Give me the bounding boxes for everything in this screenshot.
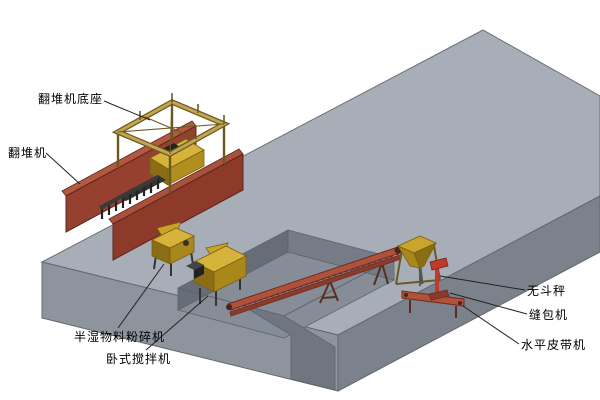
crusher-machine [151, 221, 195, 276]
turner-body-side [149, 157, 169, 186]
bag-sewing-machine [428, 257, 450, 301]
label-mixer: 卧式搅拌机 [106, 352, 172, 366]
label-crusher: 半湿物料粉碎机 [74, 330, 166, 344]
conveyor-tail-pulley [226, 304, 232, 310]
leader-line-belt [462, 305, 520, 345]
track-wall-front [112, 153, 244, 261]
belt-roller-left [404, 293, 408, 297]
leader-line-scale [439, 275, 526, 291]
scale-discharge-spout [418, 267, 424, 285]
leader-line-crusher [117, 263, 165, 329]
pit-outlet-channel [239, 303, 336, 391]
platform-front-right-face [337, 195, 600, 392]
leader-lines [45, 100, 528, 351]
label-turner-base: 翻堆机底座 [38, 92, 104, 106]
label-hopperless-scale: 无斗秤 [527, 284, 567, 298]
turner-base-gantry [111, 93, 231, 193]
crusher-motor [183, 240, 189, 246]
conveyor-support-legs [319, 262, 389, 304]
label-bag-sewing-machine: 缝包机 [529, 308, 569, 322]
leader-line-turner-base [103, 100, 151, 121]
sewing-base [428, 289, 450, 301]
gantry-bracing [117, 101, 225, 155]
leader-line-sewing [449, 292, 528, 315]
label-turner: 翻堆机 [8, 146, 48, 160]
mixer-motor-top [186, 261, 204, 270]
crusher-body-side [151, 239, 171, 265]
belt-legs [409, 300, 457, 318]
label-horizontal-belt-conveyor: 水平皮带机 [521, 338, 587, 352]
inclined-belt-conveyor [226, 246, 402, 317]
horizontal-mixer [186, 242, 247, 306]
turner-rotor-beam [99, 175, 159, 210]
sewing-head [429, 257, 449, 271]
mixer-motor-front [194, 265, 204, 279]
leader-line-turner [45, 152, 81, 185]
platform [40, 29, 600, 392]
scale-funnel-right [413, 242, 437, 269]
leader-line-mixer [145, 295, 209, 351]
belt-roller-right [458, 301, 462, 305]
